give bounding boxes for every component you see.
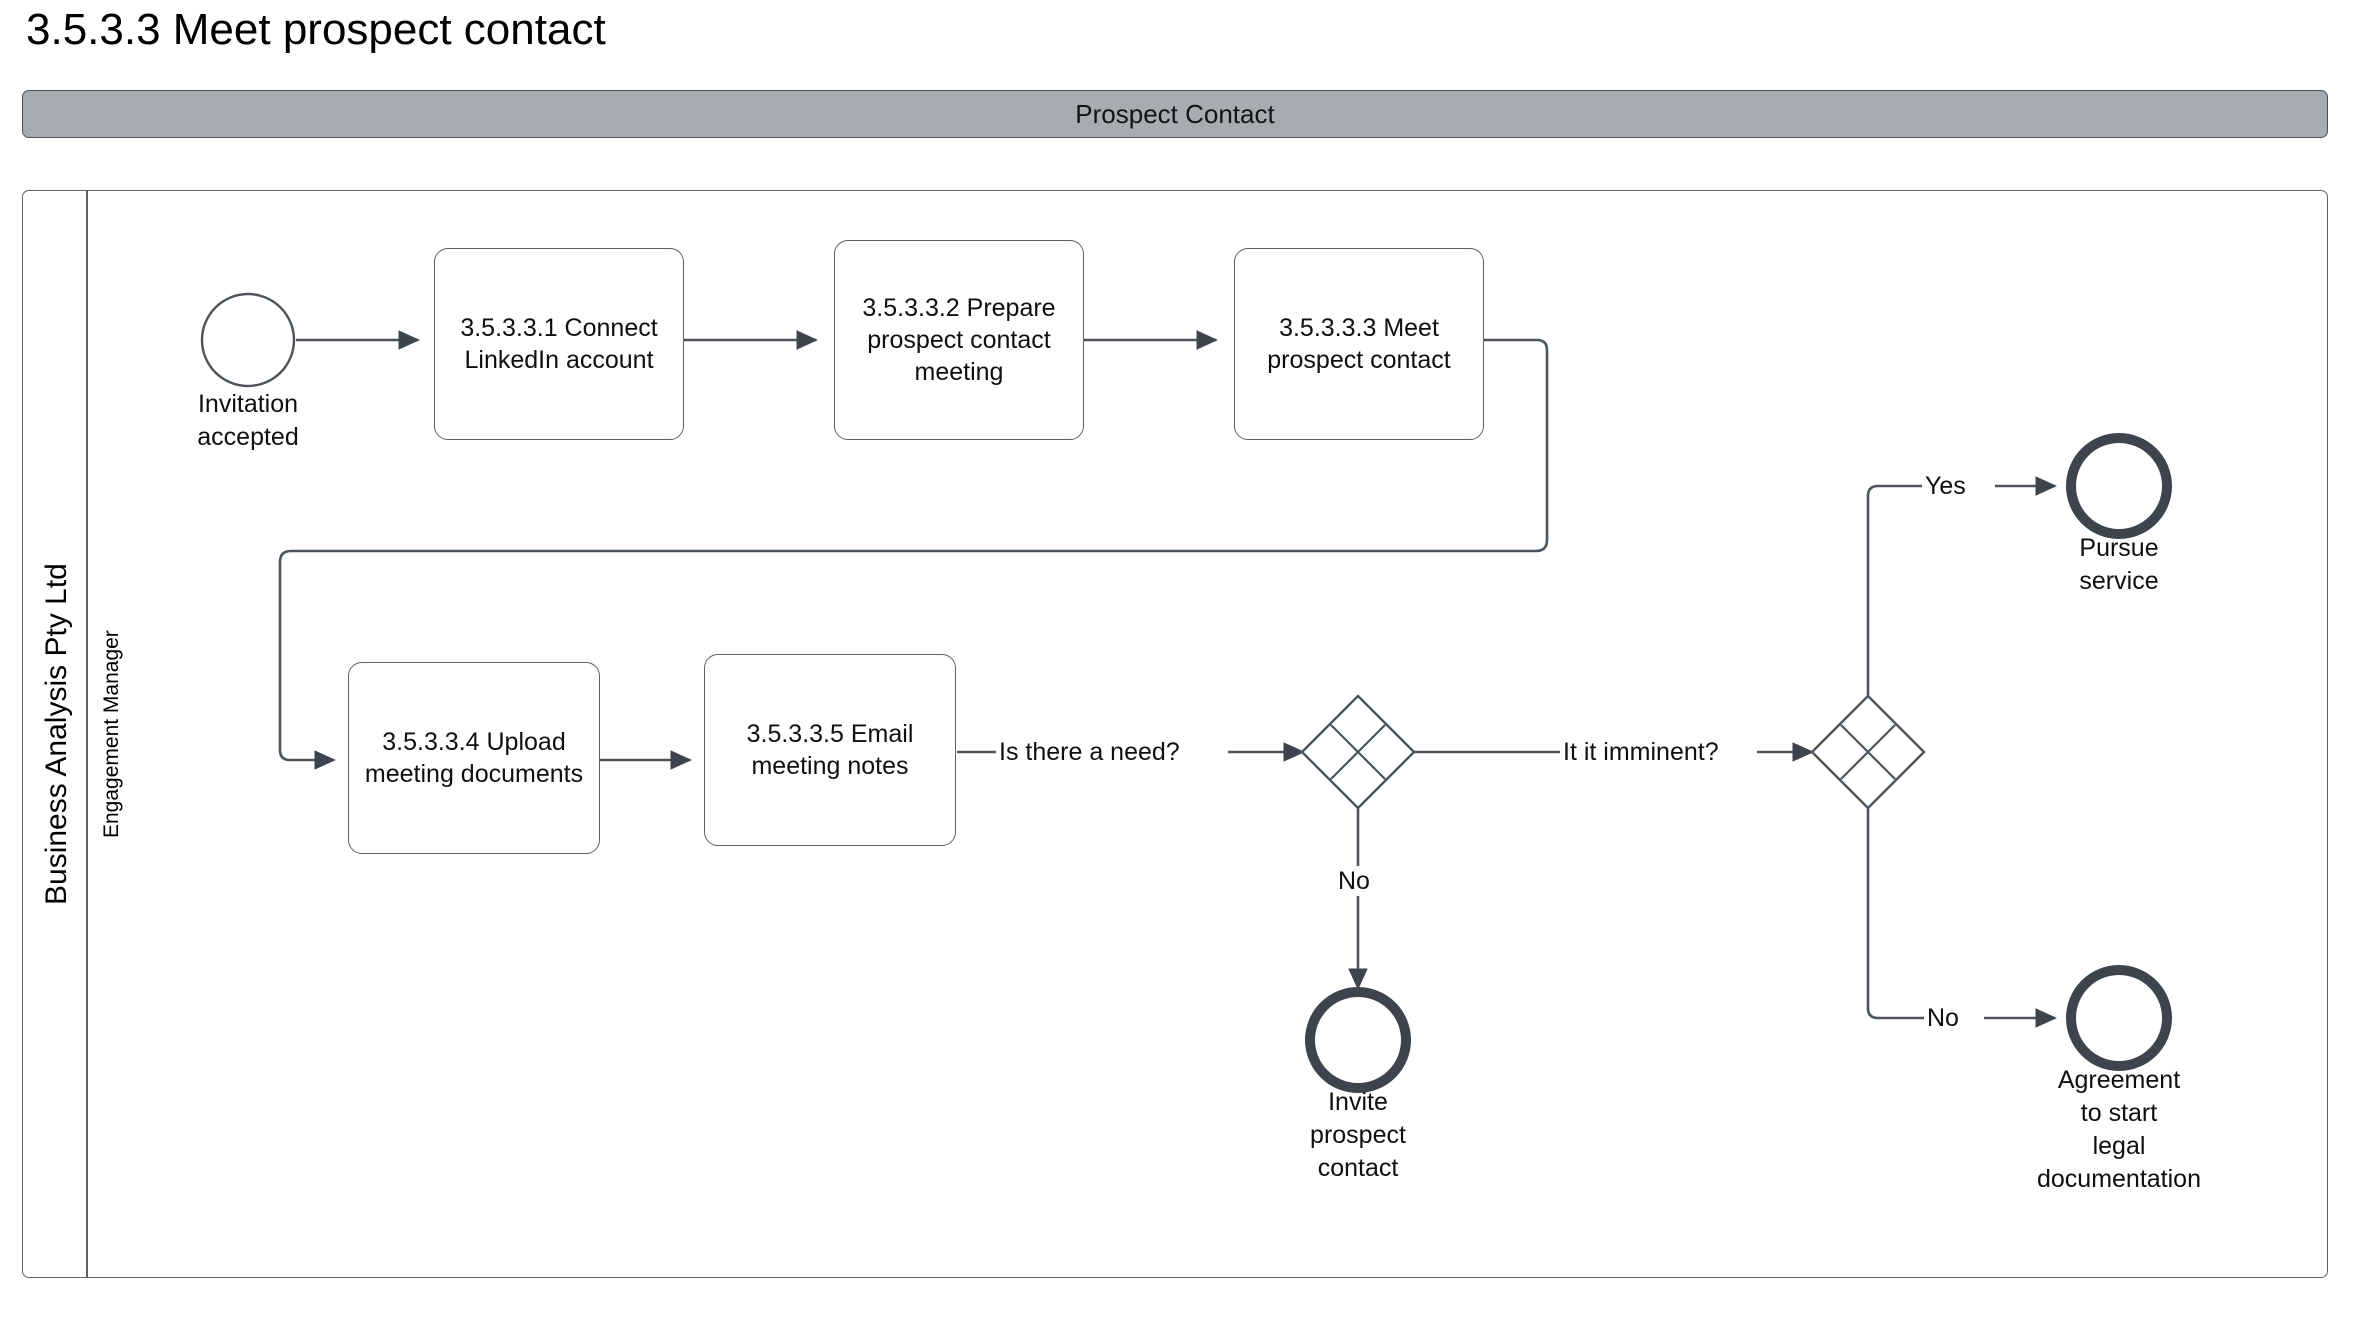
pool-name-label: Business Analysis Pty Ltd — [40, 563, 73, 905]
flow-label-imminent-yes: Yes — [1922, 471, 1969, 501]
task-email-meeting-notes[interactable]: 3.5.3.3.5 Email meeting notes — [704, 654, 956, 846]
lane-divider — [86, 191, 88, 1277]
flow-label-imminent-no: No — [1924, 1003, 1962, 1033]
pool-header-label: Prospect Contact — [1075, 98, 1275, 129]
lane-name-label: Engagement Manager — [100, 630, 123, 838]
task-label: 3.5.3.3.4 Upload meeting documents — [364, 728, 584, 788]
task-meet-prospect-contact[interactable]: 3.5.3.3.3 Meet prospect contact — [1234, 248, 1484, 440]
flow-label-need-no: No — [1335, 866, 1373, 896]
end-event-label-invite-prospect-contact: Invite prospect contact — [1310, 1088, 1406, 1182]
task-connect-linkedin-account[interactable]: 3.5.3.3.1 Connect LinkedIn account — [434, 248, 684, 440]
flow-label-is-it-imminent: It it imminent? — [1560, 737, 1722, 767]
end-event-label-agreement-legal: Agreement to start legal documentation — [2036, 1066, 2201, 1193]
task-upload-meeting-documents[interactable]: 3.5.3.3.4 Upload meeting documents — [348, 662, 600, 854]
task-label: 3.5.3.3.1 Connect LinkedIn account — [460, 314, 658, 374]
flow-label-is-there-a-need: Is there a need? — [996, 737, 1183, 767]
task-prepare-prospect-contact-meeting[interactable]: 3.5.3.3.2 Prepare prospect contact meeti… — [834, 240, 1084, 440]
start-event-label-invitation-accepted: Invitation accepted — [197, 390, 299, 451]
page-title: 3.5.3.3 Meet prospect contact — [26, 5, 606, 54]
task-label: 3.5.3.3.2 Prepare prospect contact meeti… — [862, 294, 1056, 386]
task-label: 3.5.3.3.5 Email meeting notes — [746, 720, 914, 780]
end-event-label-pursue-service: Pursue service — [2079, 534, 2159, 595]
task-label: 3.5.3.3.3 Meet prospect contact — [1267, 314, 1451, 374]
pool-header-bar: Prospect Contact — [22, 90, 2328, 138]
